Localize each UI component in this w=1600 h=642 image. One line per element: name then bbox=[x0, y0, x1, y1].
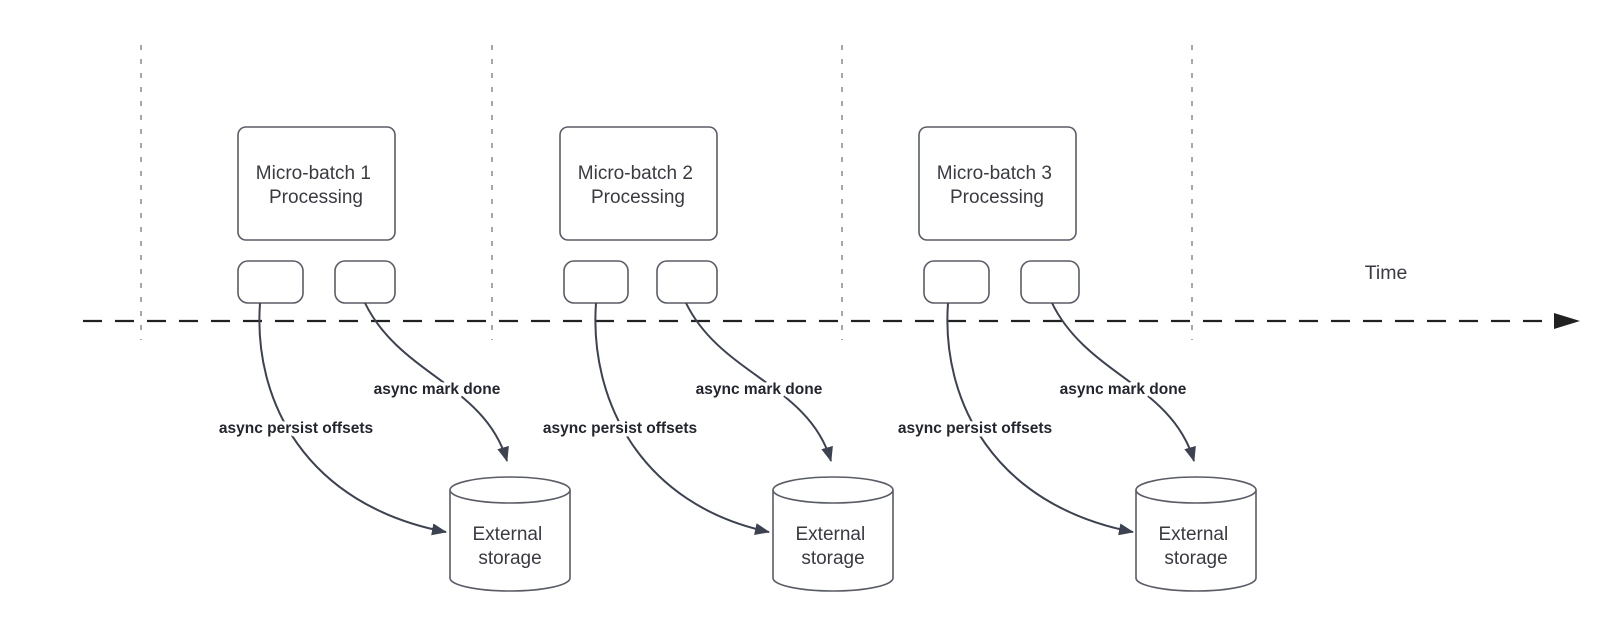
external-storage-cylinder-top-2 bbox=[772, 476, 894, 504]
micro-batch-3-label: Micro-batch 3 Processing bbox=[937, 163, 1057, 208]
external-storage-cylinder-top-3 bbox=[1135, 476, 1257, 504]
persist-offsets-label-1: async persist offsets bbox=[219, 420, 373, 437]
persist-offsets-arrow-1 bbox=[258, 302, 447, 536]
external-storage-cylinder-3 bbox=[1135, 490, 1257, 592]
external-storage-cylinder-top-1 bbox=[449, 476, 571, 504]
batch-1-group: Micro-batch 1 Processing External storag… bbox=[215, 126, 571, 592]
mark-done-label-3: async mark done bbox=[1060, 381, 1187, 398]
batch-2-group: Micro-batch 2 Processing External storag… bbox=[539, 126, 894, 592]
external-storage-cylinder-1 bbox=[449, 490, 571, 592]
mark-done-label-1: async mark done bbox=[374, 381, 501, 398]
mark-done-label-2: async mark done bbox=[696, 381, 823, 398]
external-storage-label-2: External storage bbox=[796, 524, 871, 569]
external-storage-cylinder-2 bbox=[772, 490, 894, 592]
time-axis-arrowhead-icon bbox=[1554, 313, 1580, 329]
commit-task-box-3 bbox=[1020, 260, 1080, 304]
time-label: Time bbox=[1365, 262, 1408, 284]
micro-batch-2-box bbox=[559, 126, 718, 241]
external-storage-label-1: External storage bbox=[473, 524, 548, 569]
persist-offsets-label-2: async persist offsets bbox=[543, 420, 697, 437]
micro-batch-1-label: Micro-batch 1 Processing bbox=[256, 163, 376, 208]
mark-done-arrow-2 bbox=[685, 302, 833, 462]
commit-task-box-2 bbox=[656, 260, 718, 304]
offsets-task-box-3 bbox=[923, 260, 990, 304]
external-storage-label-3: External storage bbox=[1159, 524, 1234, 569]
persist-offsets-label-3: async persist offsets bbox=[898, 420, 1052, 437]
offsets-task-box-2 bbox=[563, 260, 629, 304]
persist-offsets-arrow-3 bbox=[946, 302, 1134, 536]
micro-batch-2-label: Micro-batch 2 Processing bbox=[578, 163, 698, 208]
persist-offsets-arrow-2 bbox=[594, 302, 770, 535]
batch-3-group: Micro-batch 3 Processing External storag… bbox=[894, 126, 1257, 592]
time-axis: Time bbox=[83, 262, 1580, 329]
mark-done-arrow-1 bbox=[364, 302, 509, 462]
commit-task-box-1 bbox=[334, 260, 396, 304]
mark-done-arrow-3 bbox=[1051, 302, 1196, 462]
offsets-task-box-1 bbox=[237, 260, 304, 304]
micro-batch-3-box bbox=[918, 126, 1077, 241]
micro-batch-1-box bbox=[237, 126, 396, 241]
